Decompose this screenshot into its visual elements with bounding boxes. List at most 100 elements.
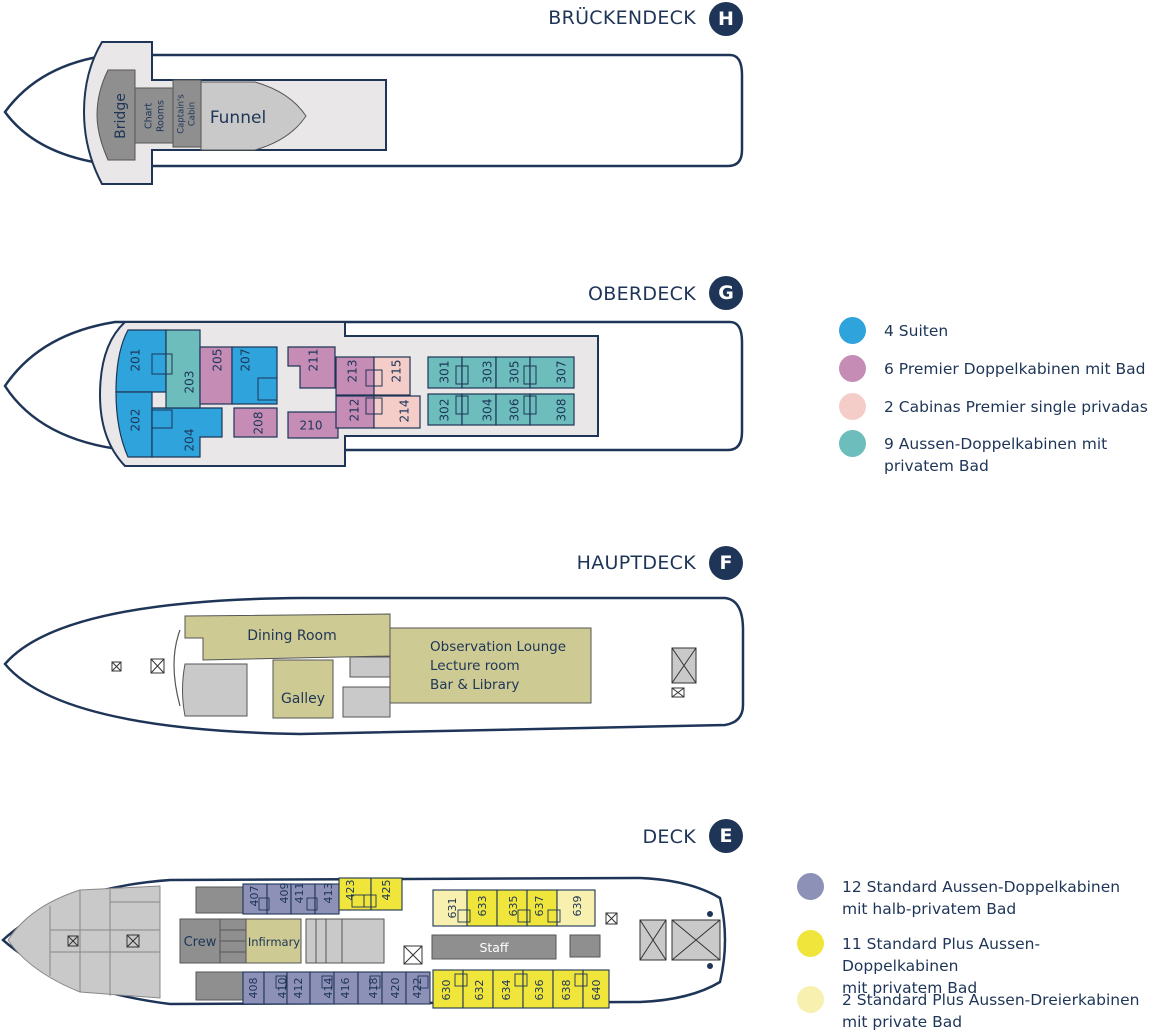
cabin-425-label: 425 <box>380 880 393 901</box>
deck-h-badge: H <box>709 2 743 36</box>
cabin-407 <box>242 883 268 915</box>
forward-bulkhead <box>173 629 181 707</box>
legend-label: 2 Standard Plus Aussen-Dreierkabinen mit… <box>842 991 1140 1031</box>
cabin-204 <box>151 407 223 458</box>
cabin-632-label: 632 <box>473 980 486 1001</box>
cabin-633-label: 633 <box>476 896 489 917</box>
cabin-637 <box>526 889 558 927</box>
cabin-418-label: 418 <box>367 978 380 999</box>
forward-holds <box>7 885 161 999</box>
cabin-202-label: 202 <box>129 409 143 432</box>
cabin-411 <box>290 883 316 915</box>
legend-label: 6 Premier Doppelkabinen mit Bad <box>884 360 1146 378</box>
captains-cabin <box>172 79 202 148</box>
captains-cabin-label-1: Captain's <box>177 94 187 134</box>
bridge-label: Bridge <box>113 93 129 139</box>
cabin-304-label: 304 <box>481 399 495 422</box>
legend-label: 11 Standard Plus Aussen-Doppelkabinen mi… <box>842 935 1041 997</box>
cabin-212-label: 212 <box>348 399 362 422</box>
cabin-639 <box>556 889 596 927</box>
store-2 <box>341 918 385 964</box>
cabin-215 <box>373 356 411 396</box>
hatch-marks-f <box>111 647 697 698</box>
cabin-640-label: 640 <box>590 980 603 1001</box>
cabin-639-label: 639 <box>571 896 584 917</box>
deck-g-badge: G <box>709 276 743 310</box>
cabin-637-label: 637 <box>533 896 546 917</box>
chart-rooms <box>134 87 174 144</box>
deck-f-plan: Dining Room Galley Observation Lounge Le… <box>3 596 745 736</box>
bridge-room <box>96 69 136 161</box>
deck-f-title: HAUPTDECK <box>576 552 696 574</box>
cabin-208 <box>233 407 278 438</box>
legend-g-item: 6 Premier Doppelkabinen mit Bad <box>839 355 1146 382</box>
deck-h-title: BRÜCKENDECK <box>548 7 696 29</box>
cabin-301-label: 301 <box>438 361 452 384</box>
cabin-632 <box>462 969 494 1009</box>
cabin-420 <box>381 971 407 1005</box>
legend-dot-std <box>797 873 824 900</box>
legend-dot-teal <box>839 430 866 457</box>
legend-g-item: 4 Suiten <box>839 317 948 344</box>
cabin-210-label: 210 <box>300 419 323 433</box>
cabin-409-label: 409 <box>278 883 291 904</box>
cabin-205 <box>199 346 233 405</box>
deck-f-badge: F <box>709 546 743 580</box>
cabin-203 <box>165 329 201 409</box>
legend-dot-std-plus <box>797 930 824 957</box>
dining-room <box>184 613 391 661</box>
cabin-631-label: 631 <box>446 898 459 919</box>
crew-label: Crew <box>184 935 217 950</box>
captains-cabin-label-2: Cabin <box>188 102 198 126</box>
cabin-211 <box>287 346 336 389</box>
cabin-414-label: 414 <box>322 978 335 999</box>
cabin-306-label: 306 <box>508 399 522 422</box>
staff-room <box>431 934 557 960</box>
cabin-203-label: 203 <box>183 371 197 394</box>
cabin-422-label: 422 <box>411 978 424 999</box>
cabin-636-label: 636 <box>533 980 546 1001</box>
cabin-410-label: 410 <box>276 978 289 999</box>
cabin-638-label: 638 <box>560 980 573 1001</box>
cabin-420-label: 420 <box>389 978 402 999</box>
legend-dot-suite <box>839 317 866 344</box>
cabin-631 <box>432 889 468 927</box>
funnel-shape <box>200 81 307 151</box>
cabin-633 <box>466 889 498 927</box>
cabin-207-label: 207 <box>239 349 253 372</box>
cabin-634 <box>492 969 524 1009</box>
cabin-207 <box>231 346 278 405</box>
service-block-top <box>195 886 244 914</box>
chart-rooms-label-2: Rooms <box>156 100 167 132</box>
lounge-label-3: Bar & Library <box>430 677 519 693</box>
cabin-423 <box>338 877 372 911</box>
service-block-bottom <box>195 971 244 1001</box>
cabin-201-label: 201 <box>129 349 143 372</box>
cabin-411-label: 411 <box>293 883 306 904</box>
cabin-412-label: 412 <box>292 978 305 999</box>
cabin-423-label: 423 <box>344 880 357 901</box>
cabin-408-label: 408 <box>247 978 260 999</box>
cabin-307-label: 307 <box>555 361 569 384</box>
observation-lounge <box>389 627 592 704</box>
cabin-308 <box>529 393 575 426</box>
service-block-aft <box>569 934 601 958</box>
cabin-413 <box>314 883 340 915</box>
cabin-213-label: 213 <box>346 360 360 383</box>
cabin-409 <box>266 883 292 915</box>
legend-dot-premier <box>839 355 866 382</box>
lounge-label-2: Lecture room <box>430 658 520 674</box>
cabin-308-label: 308 <box>555 399 569 422</box>
galley <box>272 659 334 719</box>
legend-dot-single <box>839 393 866 420</box>
infirmary-label: Infirmary <box>248 935 300 949</box>
cabin-211-label: 211 <box>307 349 321 372</box>
deck-e-badge: E <box>709 819 743 853</box>
cabin-413-label: 413 <box>322 883 335 904</box>
cabin-634-label: 634 <box>500 980 513 1001</box>
cabin-305-label: 305 <box>508 361 522 384</box>
dining-room-label: Dining Room <box>247 628 337 644</box>
legend-dot-triple <box>797 986 824 1013</box>
galley-label: Galley <box>281 691 325 707</box>
